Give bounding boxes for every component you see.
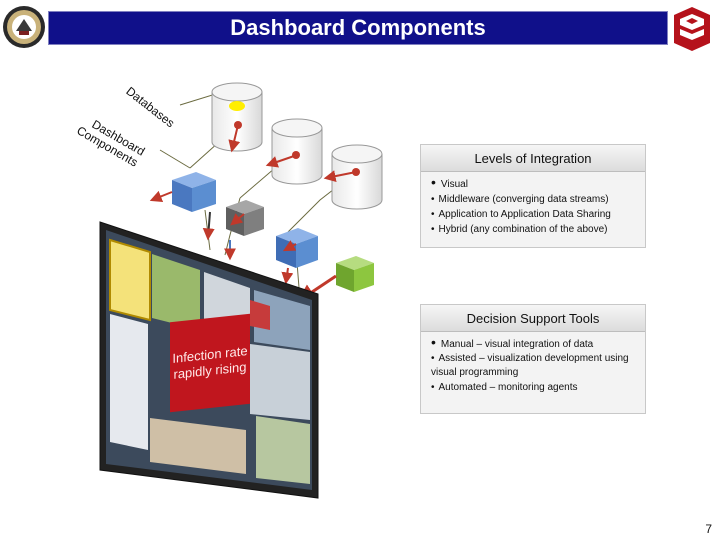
seal-icon bbox=[3, 6, 45, 48]
decision-support-tools-panel: Decision Support Tools Manual – visual i… bbox=[420, 304, 646, 414]
logo-icon bbox=[674, 7, 710, 51]
slide-title: Dashboard Components bbox=[48, 11, 668, 45]
cube-icon bbox=[172, 172, 216, 212]
list-item: Assisted – visualization development usi… bbox=[431, 352, 639, 380]
list-item: Middleware (converging data streams) bbox=[431, 192, 639, 207]
panel-title: Decision Support Tools bbox=[421, 305, 645, 332]
integration-list: Visual Middleware (converging data strea… bbox=[431, 175, 639, 237]
list-item: Hybrid (any combination of the above) bbox=[431, 222, 639, 237]
panel-title: Levels of Integration bbox=[421, 145, 645, 172]
decision-tools-list: Manual – visual integration of data Assi… bbox=[431, 335, 639, 395]
database-icon bbox=[271, 118, 323, 185]
levels-of-integration-panel: Levels of Integration Visual Middleware … bbox=[420, 144, 646, 248]
cube-icon bbox=[276, 228, 318, 268]
database-icon bbox=[211, 82, 263, 152]
list-item: Application to Application Data Sharing bbox=[431, 207, 639, 222]
list-item: Manual – visual integration of data bbox=[431, 335, 639, 352]
page-number: 7 bbox=[705, 522, 712, 536]
slide-title-text: Dashboard Components bbox=[230, 15, 486, 40]
list-item: Automated – monitoring agents bbox=[431, 380, 639, 395]
cube-icon bbox=[336, 256, 374, 292]
database-icon bbox=[331, 144, 383, 210]
list-item: Visual bbox=[431, 175, 639, 192]
alert-overlay: Infection rate rapidly rising bbox=[170, 313, 250, 413]
cube-icon bbox=[226, 200, 264, 236]
